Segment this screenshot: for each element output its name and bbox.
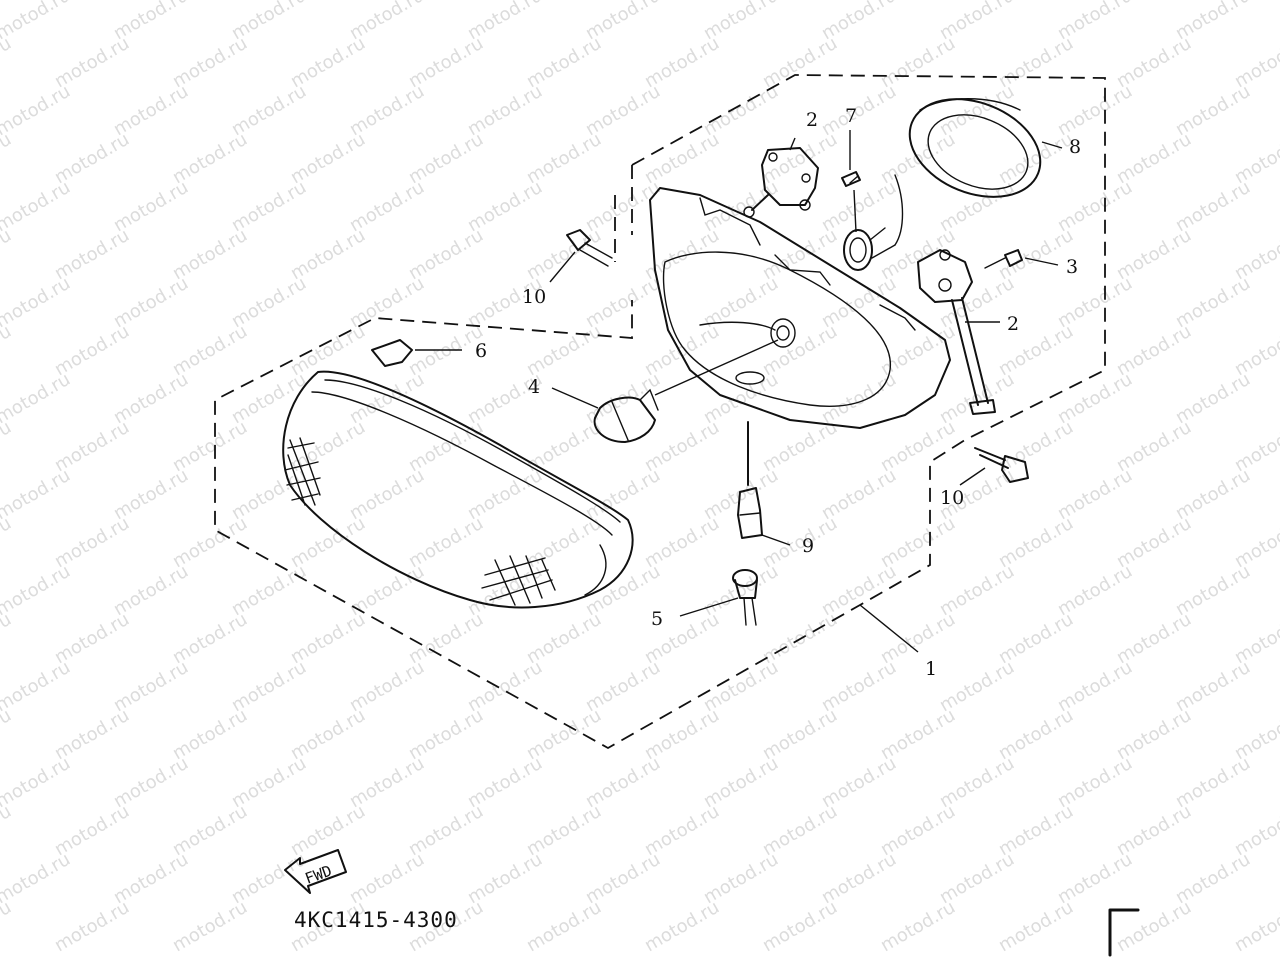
drawing-reference-code: 4KC1415-4300 bbox=[294, 908, 458, 932]
screw-part-3 bbox=[984, 249, 1023, 269]
callout-labels: 1 2 2 3 4 5 6 7 8 9 10 10 bbox=[475, 105, 1081, 680]
screw-part-7 bbox=[841, 171, 861, 187]
watermark-text: motod.ru bbox=[523, 897, 605, 956]
watermark-text: motod.ru bbox=[0, 609, 15, 668]
callout-6: 6 bbox=[475, 340, 487, 362]
callout-1: 1 bbox=[925, 658, 937, 680]
watermark-text: motod.ru bbox=[0, 177, 74, 236]
watermark-text: motod.ru bbox=[0, 849, 74, 908]
bulb-part-4 bbox=[593, 388, 659, 443]
assembly-boundary bbox=[214, 74, 1106, 750]
bolt-part-10-left bbox=[566, 229, 613, 267]
watermark-text: motod.ru bbox=[1113, 897, 1195, 956]
callout-10-left: 10 bbox=[522, 286, 546, 308]
watermark-text: motod.ru bbox=[759, 897, 841, 956]
watermark-text: motod.ru bbox=[0, 81, 74, 140]
callout-5: 5 bbox=[651, 608, 663, 630]
watermark-text: motod.ru bbox=[0, 417, 15, 476]
callout-9: 9 bbox=[802, 535, 814, 557]
callout-7: 7 bbox=[845, 105, 857, 127]
callout-2-right: 2 bbox=[1007, 313, 1019, 335]
watermark-text: motod.ru bbox=[0, 801, 15, 860]
callout-10-right: 10 bbox=[940, 487, 964, 509]
watermark-text: motod.ru bbox=[1231, 897, 1280, 956]
headlight-housing bbox=[649, 187, 951, 429]
callout-4: 4 bbox=[528, 376, 540, 398]
page-corner-mark bbox=[1108, 908, 1140, 957]
lens-hatch-left bbox=[284, 437, 321, 506]
watermark-text: motod.ru bbox=[0, 369, 74, 428]
watermark-text: motod.ru bbox=[51, 897, 133, 956]
bracket-upper bbox=[743, 147, 819, 218]
watermark-text: motod.ru bbox=[641, 897, 723, 956]
watermark-text: motod.ru bbox=[0, 657, 74, 716]
socket-part-5 bbox=[732, 569, 758, 626]
rim-part-8 bbox=[908, 98, 1042, 198]
callout-2-upper: 2 bbox=[806, 109, 818, 131]
headlight-lens bbox=[282, 370, 634, 609]
watermark-text: motod.ru bbox=[0, 561, 74, 620]
watermark-text: motod.ru bbox=[0, 465, 74, 524]
watermark-text: motod.ru bbox=[0, 33, 15, 92]
callout-3: 3 bbox=[1066, 256, 1078, 278]
watermark-text: motod.ru bbox=[0, 513, 15, 572]
watermark-text: motod.ru bbox=[0, 129, 15, 188]
watermark-text: motod.ru bbox=[0, 225, 15, 284]
watermark-text: motod.ru bbox=[995, 897, 1077, 956]
lens-hatch-bottom bbox=[481, 555, 556, 606]
clip-part-6 bbox=[371, 339, 413, 367]
callout-8: 8 bbox=[1069, 136, 1081, 158]
watermark-text: motod.ru bbox=[0, 273, 74, 332]
watermark-text: motod.ru bbox=[0, 897, 15, 956]
bolt-part-10-right bbox=[974, 447, 1029, 483]
grommet-part-7 bbox=[843, 174, 904, 271]
bracket-right bbox=[917, 249, 996, 415]
watermark-text: motod.ru bbox=[0, 321, 15, 380]
watermark-text: motod.ru bbox=[877, 897, 959, 956]
watermark-text: motod.ru bbox=[0, 0, 74, 44]
watermark-text: motod.ru bbox=[0, 705, 15, 764]
watermark-text: motod.ru bbox=[0, 753, 74, 812]
watermark-text: motod.ru bbox=[169, 897, 251, 956]
leader-lines bbox=[415, 130, 1063, 653]
